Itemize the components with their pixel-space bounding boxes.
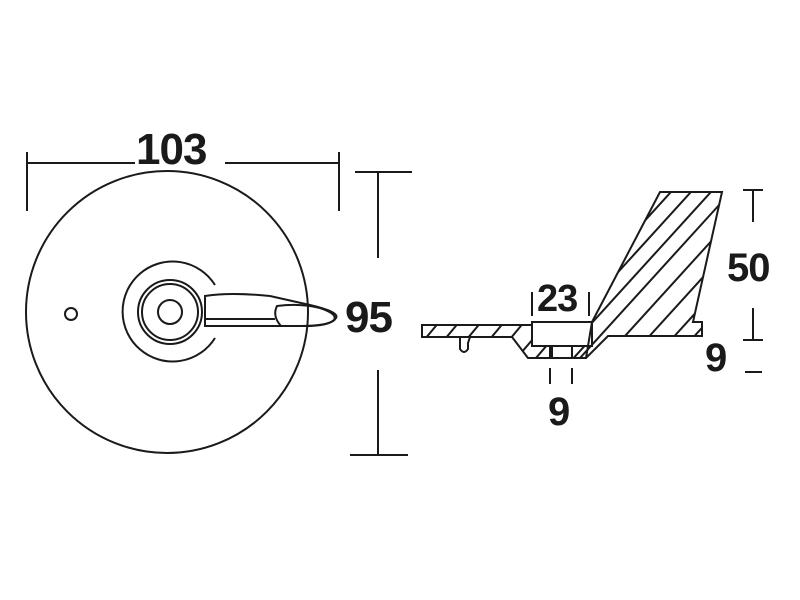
top-view [25,152,412,456]
bore-width-label: 23 [537,278,578,320]
fin-top-outline [204,293,338,327]
anode-disc-outline [25,170,309,454]
flange-nub [459,336,471,353]
width-dimension-label: 103 [136,125,207,174]
flange-outline [421,324,552,359]
boss-inner-ring-outer [137,279,203,345]
right-base-hatching [572,346,586,358]
height-dimension-label: 95 [345,293,393,342]
boss-inner-ring-inner [141,283,199,341]
fin-outline [551,191,724,359]
bore-upper [531,321,593,347]
mounting-hole [64,307,78,321]
center-bore [157,299,183,325]
hole-width-label: 9 [548,390,570,434]
boss-outer-ring [121,260,216,363]
fin-height-label: 50 [727,246,770,290]
fin-top-tip [274,303,336,327]
base-thickness-label: 9 [705,336,727,380]
bore-lower [549,345,573,359]
